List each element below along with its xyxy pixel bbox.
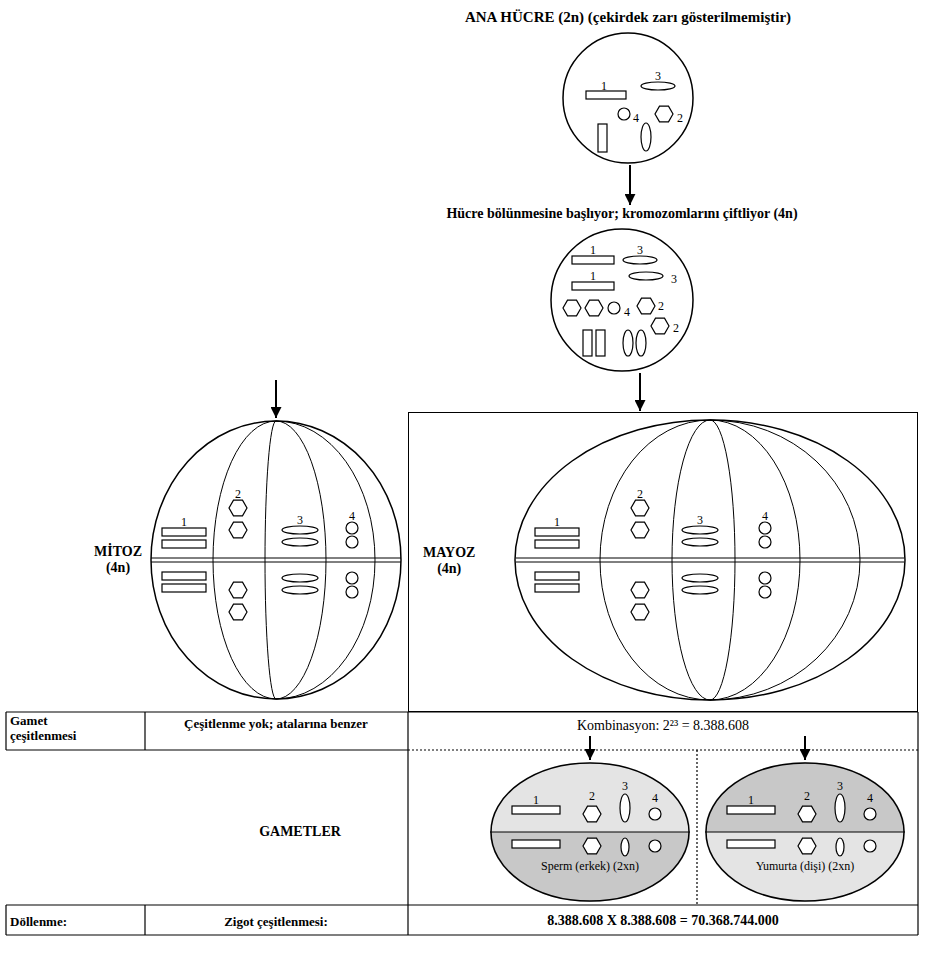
chromosome-number: 3: [837, 780, 843, 794]
cell-heading: ANA HÜCRE (2n) (çekirdek zarı gösterilme…: [465, 9, 791, 26]
chromosome-number: 2: [589, 790, 595, 804]
chromosome-number: 4: [652, 792, 658, 806]
chromosome-number: 4: [762, 510, 768, 524]
table-cell: Zigot çeşitlenmesi:: [224, 915, 328, 930]
gamete-chromosomes: [512, 794, 876, 856]
mitosis-spindle-outline-svg: [150, 420, 402, 700]
chromosome-number: 3: [671, 273, 677, 287]
meiosis-chromosomes: [535, 500, 771, 620]
mitosis-spindle-shape: [150, 420, 402, 700]
mitosis-chromosomes: [162, 500, 358, 620]
meiosis-panel: MAYOZ (4n): [408, 412, 918, 712]
mitosis-spindle: MİTOZ (4n): [150, 420, 402, 700]
flow-arrow: [629, 165, 631, 205]
mother-cell-chromosomes: [586, 82, 675, 152]
egg-cell-outline-svg: [705, 762, 905, 902]
chromosome-number: 1: [748, 794, 754, 808]
cell-heading: Hücre bölünmesine başlıyor; kromozomları…: [446, 206, 797, 222]
chromosome-number: 2: [637, 488, 643, 502]
dividing-cell: Hücre bölünmesine başlıyor; kromozomları…: [445, 206, 799, 372]
sperm-cell: Sperm (erkek) (2xn): [490, 762, 690, 902]
chromosome-number: 1: [533, 794, 539, 808]
chromosome-number: 2: [673, 322, 679, 336]
chromosome-number: 4: [349, 510, 355, 524]
chromosome-number: 3: [637, 244, 643, 258]
dividing-cell-outline-svg: [550, 228, 694, 372]
table-cell: Çeşitlenme yok; atalarına benzer: [181, 717, 371, 732]
dividing-cell-shape: [550, 228, 694, 372]
mitosis-spindle-fibers: [151, 421, 401, 699]
chromosome-number: 2: [804, 790, 810, 804]
chromosome-number: 3: [297, 514, 303, 528]
standalone-arrow: [276, 380, 805, 760]
duplicated-chromosomes: [563, 256, 669, 356]
chromosome-number: 4: [633, 112, 639, 126]
chromosome-number: 1: [590, 270, 596, 284]
phase-label: MAYOZ (4n): [423, 545, 475, 577]
chromosome-number: 1: [181, 516, 187, 530]
egg-cell-shape: [705, 762, 905, 902]
table-cell: Kombinasyon: 2²³ = 8.388.608: [577, 718, 749, 734]
mother-cell-shape: [562, 32, 694, 164]
chromosome-number: 1: [554, 516, 560, 530]
chromosome-number: 2: [677, 112, 683, 126]
table-cell: 8.388.608 X 8.388.608 = 70.368.744.000: [547, 913, 779, 929]
chromosome-number: 2: [235, 488, 241, 502]
mitosis-spindle-outline: [151, 421, 401, 699]
meiosis-spindle: [515, 420, 905, 700]
chromosome-number: 2: [658, 300, 664, 314]
chromosome-number: 3: [697, 514, 703, 528]
table-grid: [6, 712, 918, 935]
egg-cell: Yumurta (dişi) (2xn): [705, 762, 905, 902]
gamete-caption: Sperm (erkek) (2xn): [541, 860, 639, 874]
table-cell: Döllenme:: [10, 915, 67, 930]
chromosome-number: 3: [655, 70, 661, 84]
row-heading: GAMETLER: [259, 824, 341, 840]
sperm-cell-outline-svg: [490, 762, 690, 902]
sperm-cell-outline: [491, 763, 689, 901]
gamete-caption: Yumurta (dişi) (2xn): [756, 860, 855, 874]
chromosome-number: 1: [601, 80, 607, 94]
mother-cell-outline-svg: [562, 32, 694, 164]
table-cell: Gamet çeşitlenmesi: [10, 714, 110, 744]
chromosome-number: 3: [622, 780, 628, 794]
flow-arrow: [639, 373, 641, 411]
sperm-cell-shape: [490, 762, 690, 902]
chromosome-number: 1: [590, 244, 596, 258]
mother-cell-outline: [563, 33, 693, 163]
chromosome-number: 4: [624, 306, 630, 320]
egg-cell-outline: [706, 763, 904, 901]
phase-label: MİTOZ (4n): [94, 544, 142, 576]
chromosome-number: 4: [867, 792, 873, 806]
dividing-cell-outline: [551, 229, 693, 371]
mother-cell: ANA HÜCRE (2n) (çekirdek zarı gösterilme…: [464, 9, 793, 164]
